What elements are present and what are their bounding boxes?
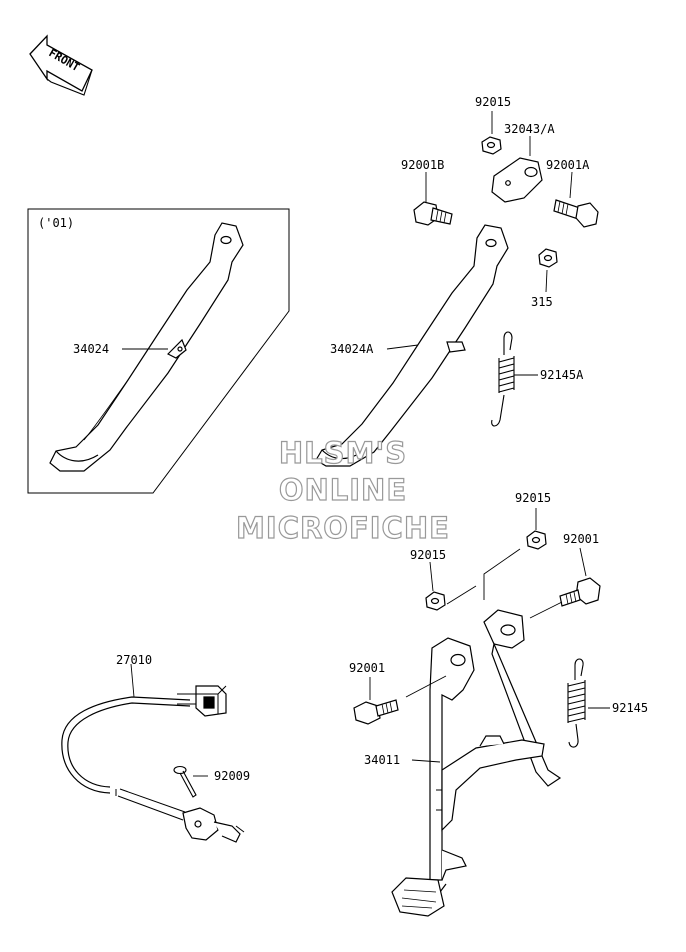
label-315: 315 <box>531 295 553 309</box>
bolt-92001-right <box>559 577 601 607</box>
nut-92015-top <box>481 136 502 155</box>
spring-92145A <box>491 331 515 427</box>
side-stand-34024 <box>49 222 244 472</box>
label-92015-top: 92015 <box>475 95 511 109</box>
label-27010: 27010 <box>116 653 152 667</box>
bracket-32043 <box>491 157 543 203</box>
label-92009: 92009 <box>214 769 250 783</box>
side-stand-switch-27010 <box>61 685 245 843</box>
label-92001A: 92001A <box>546 158 590 172</box>
leader-lines <box>122 111 610 777</box>
bolt-92001B <box>413 201 453 226</box>
callout-labels: 92015 32043/A 92001B 92001A 315 34024 34… <box>73 95 648 783</box>
nut-315 <box>538 248 558 268</box>
nut-92015-left <box>425 591 446 611</box>
screw-92009 <box>173 765 197 798</box>
label-92015-left: 92015 <box>410 548 446 562</box>
label-92015-mid: 92015 <box>515 491 551 505</box>
label-32043: 32043/A <box>504 122 555 136</box>
watermark-line-1: HLSM'S <box>279 436 407 470</box>
label-92145: 92145 <box>612 701 648 715</box>
label-34011: 34011 <box>364 753 400 767</box>
variant-frame: ('01) <box>27 208 290 494</box>
front-arrow: FRONT <box>29 34 93 96</box>
bolt-92001-left <box>353 699 399 725</box>
label-92001B: 92001B <box>401 158 444 172</box>
side-stand-34024A <box>315 224 509 467</box>
center-stand-34011 <box>391 609 562 917</box>
nut-92015-mid <box>526 530 547 550</box>
label-34024A: 34024A <box>330 342 374 356</box>
watermark-line-3: MICROFICHE <box>236 511 450 545</box>
label-92001-right: 92001 <box>563 532 599 546</box>
label-92001-left: 92001 <box>349 661 385 675</box>
label-34024: 34024 <box>73 342 109 356</box>
watermark-line-2: ONLINE <box>279 473 407 507</box>
variant-label: ('01) <box>38 216 74 230</box>
spring-92145 <box>567 658 586 748</box>
bolt-92001A <box>553 199 599 228</box>
watermark: HLSM'S ONLINE MICROFICHE <box>235 435 450 545</box>
label-92145A: 92145A <box>540 368 584 382</box>
